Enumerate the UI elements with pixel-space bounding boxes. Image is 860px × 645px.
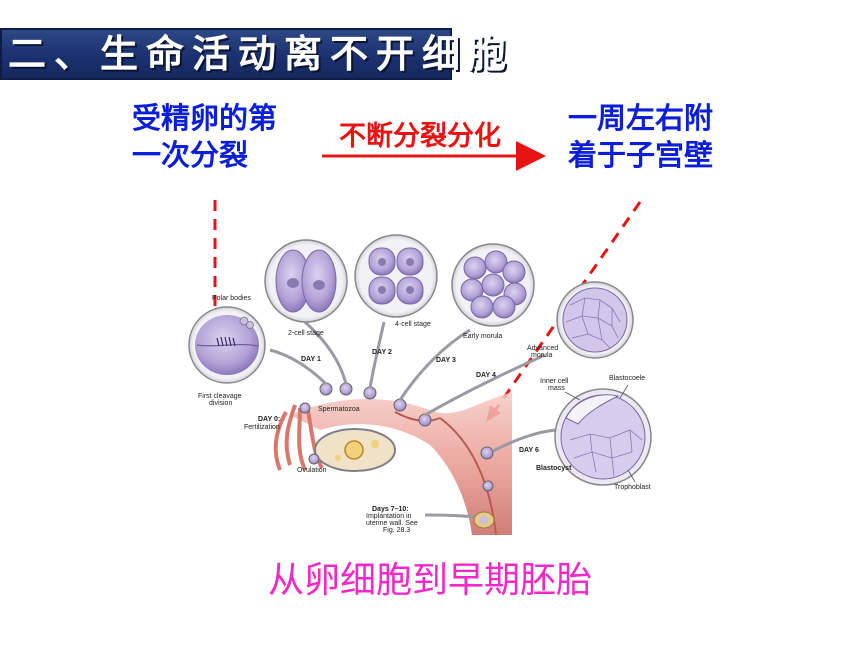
label-day2: DAY 2 [372, 349, 392, 356]
label-two-cell: 2-cell stage [288, 330, 324, 337]
right-label-line-2: 着于子宫壁 [568, 138, 714, 172]
label-days710-2: Implantation in [366, 513, 412, 520]
label-first-cleavage-2: division [209, 400, 232, 407]
two-cell-stage [264, 239, 348, 323]
right-label-line-1: 一周左右附 [568, 101, 714, 135]
label-first-cleavage-1: First cleavage [198, 393, 242, 400]
label-early-morula: Early morula [463, 333, 502, 340]
blastocyst [554, 384, 652, 486]
label-day1: DAY 1 [301, 356, 321, 363]
label-day3: DAY 3 [436, 357, 456, 364]
label-day0-2: Fertilization [244, 424, 280, 431]
label-day4: DAY 4 [476, 372, 496, 379]
label-advanced-morula-1: Advanced [527, 345, 558, 352]
label-ovulation: Ovulation [297, 467, 327, 474]
four-cell-stage [354, 234, 438, 318]
early-morula [451, 243, 535, 327]
left-label-line-2: 一次分裂 [132, 138, 249, 172]
diagram-labels: Polar bodies 2-cell stage 4-cell stage E… [198, 295, 651, 534]
right-label: 一周左右附 着于子宫壁 [568, 100, 713, 174]
stage-arrows [269, 320, 557, 519]
label-trophoblast: Trophoblast [614, 484, 651, 491]
title-banner: 二、生命活动离不开细胞 [0, 28, 506, 80]
ovary-illustration [314, 428, 396, 472]
first-cleavage-cell [188, 306, 266, 384]
label-days710-3: uterine wall. See [366, 520, 418, 527]
caption: 从卵细胞到早期胚胎 [268, 560, 593, 601]
arrow-label: 不断分裂分化 [339, 121, 501, 152]
label-four-cell: 4-cell stage [395, 321, 431, 328]
label-advanced-morula-2: morula [531, 352, 553, 359]
label-blastocyst: Blastocyst [536, 465, 572, 472]
page-title: 二、生命活动离不开细胞 [8, 32, 515, 76]
label-blastocoele: Blastocoele [609, 375, 645, 382]
label-day6: DAY 6 [519, 447, 539, 454]
label-days710-4: Fig. 28.3 [383, 527, 410, 534]
implanted-embryo [473, 511, 495, 529]
label-inner-cell-2: mass [548, 385, 565, 392]
label-polar-bodies: Polar bodies [212, 295, 251, 302]
advanced-morula [556, 281, 634, 359]
label-days710-1: Days 7–10: [372, 506, 409, 513]
left-label: 受精卵的第 一次分裂 [132, 100, 277, 174]
label-day0-1: DAY 0: [258, 416, 280, 423]
label-spermatozoa: Spermatozoa [318, 406, 360, 413]
left-label-line-1: 受精卵的第 [132, 101, 278, 135]
label-inner-cell-1: Inner cell [540, 378, 569, 385]
